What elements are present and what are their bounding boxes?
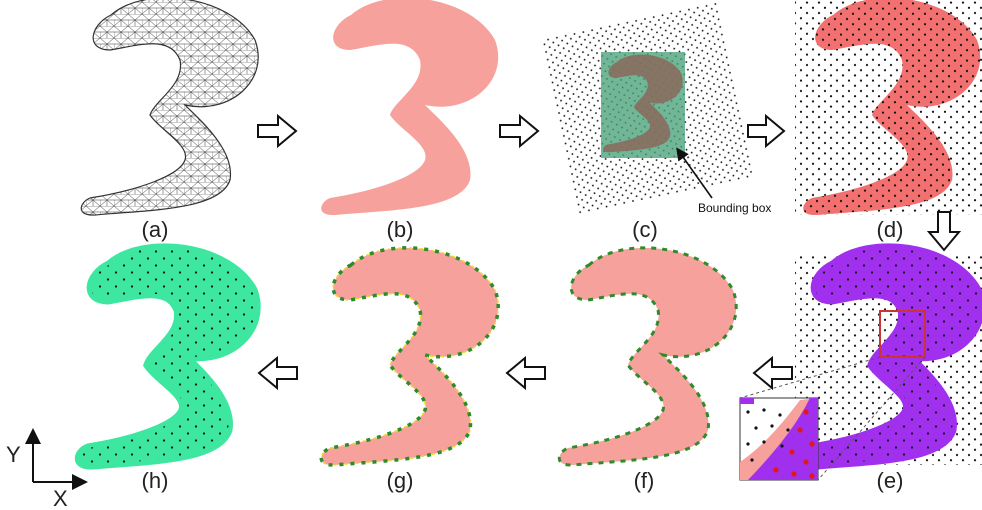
arrow-e-f	[752, 355, 793, 391]
caption-f: (f)	[634, 468, 655, 493]
arrow-g-h	[257, 355, 298, 391]
caption-b: (b)	[387, 217, 414, 242]
caption-e: (e)	[877, 468, 904, 493]
arrow-a-b	[257, 113, 298, 149]
zoom-inset	[739, 397, 819, 481]
caption-d: (d)	[877, 217, 904, 242]
caption-h: (h)	[142, 468, 169, 493]
zoom-highlight-box	[879, 310, 926, 358]
panel-c: Bounding box	[541, 1, 771, 215]
caption-a: (a)	[142, 217, 169, 242]
arrow-f-g	[505, 355, 546, 391]
panel-a	[80, 0, 259, 216]
bounding-box-label: Bounding box	[698, 201, 771, 215]
panel-h	[68, 230, 268, 475]
zoom-line-top	[739, 356, 881, 399]
caption-g: (g)	[387, 468, 414, 493]
panel-f	[557, 246, 738, 467]
bounding-box-pointer	[676, 147, 713, 199]
caption-c: (c)	[632, 217, 658, 242]
arrow-c-d	[747, 113, 786, 149]
panel-b	[321, 0, 499, 216]
panel-d	[795, 0, 982, 216]
arrow-d-e	[926, 211, 962, 252]
panel-g	[319, 246, 500, 467]
y-axis-label: Y	[6, 442, 21, 467]
panel-e	[739, 230, 982, 481]
arrow-b-c	[499, 113, 540, 149]
axes-indicator: Y X	[6, 428, 88, 510]
x-axis-label: X	[53, 486, 68, 510]
